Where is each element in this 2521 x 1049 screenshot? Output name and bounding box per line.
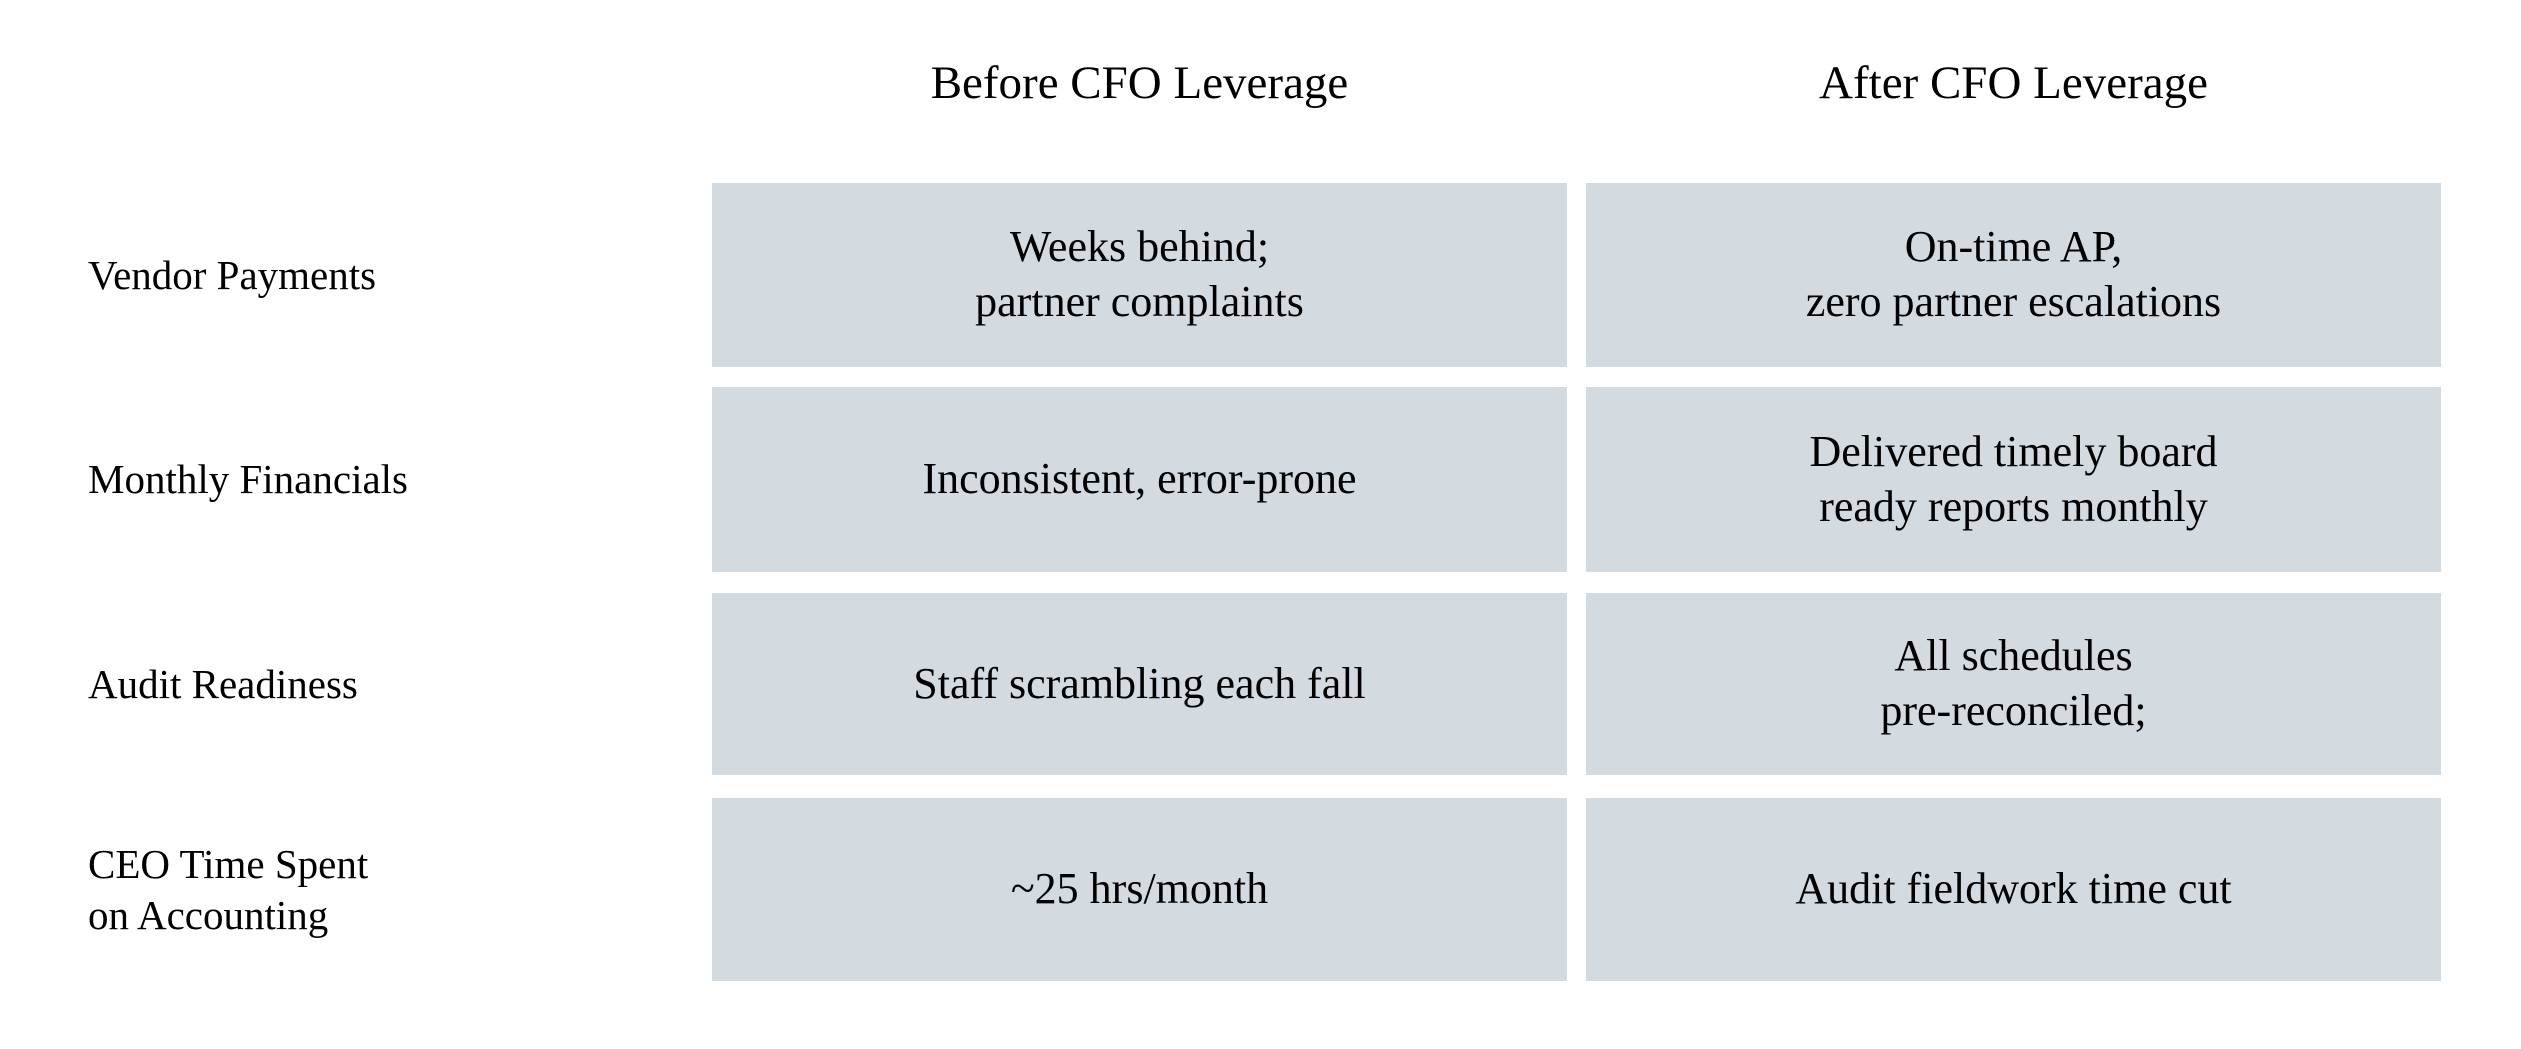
cell-line: Inconsistent, error-prone <box>922 454 1357 504</box>
row-label-monthly-financials: Monthly Financials <box>88 387 688 572</box>
column-header-after: After CFO Leverage <box>1819 57 2208 109</box>
cell-line: Weeks behind; <box>1009 222 1270 272</box>
cell-vendor-payments-before: Weeks behind; partner complaints <box>712 183 1567 367</box>
cell-audit-readiness-after: All schedules pre-reconciled; <box>1586 593 2441 775</box>
cell-line: zero partner escalations <box>1805 277 2222 326</box>
column-header-before: Before CFO Leverage <box>930 57 1349 109</box>
cell-line: Audit fieldwork time cut <box>1795 864 2232 914</box>
cell-line: pre-reconciled; <box>1880 686 2147 735</box>
cell-line: ~25 hrs/month <box>1010 864 1269 914</box>
cell-line: All schedules <box>1894 631 2133 681</box>
cell-line: On-time AP, <box>1904 222 2123 272</box>
row-label-audit-readiness: Audit Readiness <box>88 593 688 775</box>
cell-line: partner complaints <box>975 277 1304 326</box>
row-label-line: Monthly Financials <box>88 456 409 503</box>
row-label-line: on Accounting <box>88 891 329 938</box>
cell-ceo-time-spent-before: ~25 hrs/month <box>712 798 1567 981</box>
cell-vendor-payments-after: On-time AP, zero partner escalations <box>1586 183 2441 367</box>
row-label-line: Vendor Payments <box>88 251 377 298</box>
cell-line: ready reports monthly <box>1819 481 2208 531</box>
cell-audit-readiness-before: Staff scrambling each fall <box>712 593 1567 775</box>
row-label-ceo-time-spent: CEO Time Spent on Accounting <box>88 798 688 981</box>
cell-monthly-financials-before: Inconsistent, error-prone <box>712 387 1567 572</box>
cell-line: Staff scrambling each fall <box>913 658 1366 708</box>
row-label-vendor-payments: Vendor Payments <box>88 183 688 367</box>
cell-line: Delivered timely board <box>1809 426 2218 476</box>
cell-ceo-time-spent-after: Audit fieldwork time cut <box>1586 798 2441 981</box>
row-label-line: CEO Time Spent <box>88 841 369 888</box>
row-label-line: Audit Readiness <box>88 660 358 707</box>
cell-monthly-financials-after: Delivered timely board ready reports mon… <box>1586 387 2441 572</box>
